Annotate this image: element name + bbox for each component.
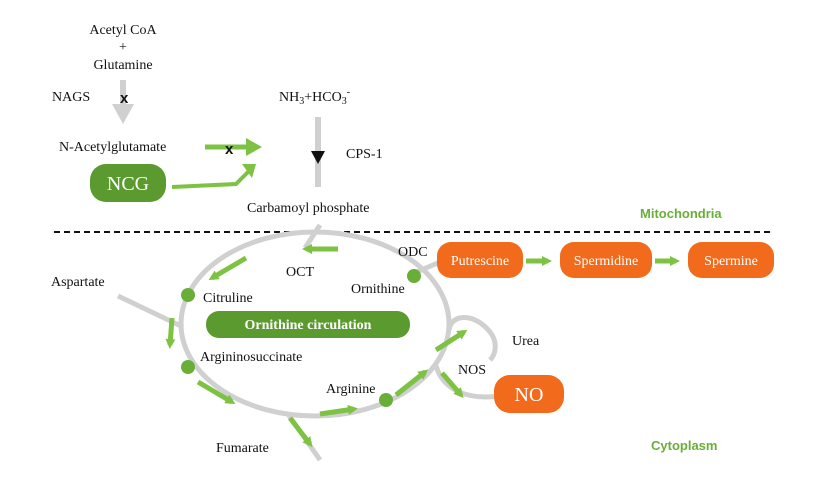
no-label: NO — [515, 384, 544, 406]
citruline-label: Citruline — [203, 291, 253, 306]
arginine-label: Arginine — [326, 382, 376, 397]
urea-arrow — [434, 329, 468, 353]
mitochondria-label: Mitochondria — [640, 206, 722, 221]
argininosuccinate-arrow — [196, 379, 236, 405]
fumarate-label: Fumarate — [216, 441, 269, 456]
citruline-arrow — [165, 317, 176, 349]
spermidine-label: Spermidine — [574, 254, 639, 269]
spermine-label: Spermine — [704, 254, 758, 269]
plus-sign: + — [119, 40, 127, 55]
ornithine-circulation-label: Ornithine circulation — [245, 318, 372, 333]
putrescine-pill — [437, 242, 523, 278]
oct-arrow-2 — [208, 255, 248, 281]
argininosuccinate-node — [181, 360, 195, 374]
ornithine-circulation-pill — [206, 311, 410, 338]
citruline-node — [181, 288, 195, 302]
odc-label: ODC — [398, 245, 428, 260]
nags-label: NAGS — [52, 90, 90, 105]
urea-branch — [446, 315, 498, 362]
ncg-activation-arrow — [171, 168, 252, 189]
oct-label: OCT — [286, 265, 314, 280]
nags-arrow-head — [112, 104, 134, 124]
nos-label: NOS — [458, 363, 486, 378]
cps1-label: CPS-1 — [346, 147, 383, 162]
urea-label: Urea — [512, 334, 540, 349]
ornithine-label: Ornithine — [351, 282, 405, 297]
ncg-pill — [90, 164, 166, 202]
no-pill — [494, 375, 564, 413]
n-acetylglutamate-label: N-Acetylglutamate — [59, 140, 166, 155]
arginine-arrow-2 — [394, 369, 429, 397]
nag-inhibit-mark: x — [225, 141, 234, 158]
cps1-arrow-head — [311, 151, 325, 164]
nos-arrow — [440, 371, 464, 399]
nh3-hco3-label: NH3+HCO3- — [279, 87, 350, 107]
spermidine-pill — [560, 242, 652, 278]
nag-activation-arrow-head — [246, 138, 262, 156]
cytoplasm-label: Cytoplasm — [651, 438, 717, 453]
ornithine-node — [407, 269, 421, 283]
nags-inhibit-mark: x — [120, 90, 129, 107]
spermine-pill — [688, 242, 774, 278]
aspartate-label: Aspartate — [51, 275, 105, 290]
fumarate-arrow — [288, 416, 313, 448]
ncg-label: NCG — [107, 173, 149, 195]
argininosuccinate-label: Argininosuccinate — [200, 350, 302, 365]
glutamine-label: Glutamine — [93, 58, 152, 73]
carbamoyl-phosphate-label: Carbamoyl phosphate — [247, 201, 369, 216]
carbamoyl-feed-line — [302, 223, 323, 250]
putrescine-label: Putrescine — [451, 254, 509, 269]
ncg-activation-arrow-head — [242, 164, 256, 178]
arginine-node — [379, 393, 393, 407]
acetyl-coa-label: Acetyl CoA — [89, 23, 157, 38]
arginine-arrow-1 — [319, 404, 358, 417]
